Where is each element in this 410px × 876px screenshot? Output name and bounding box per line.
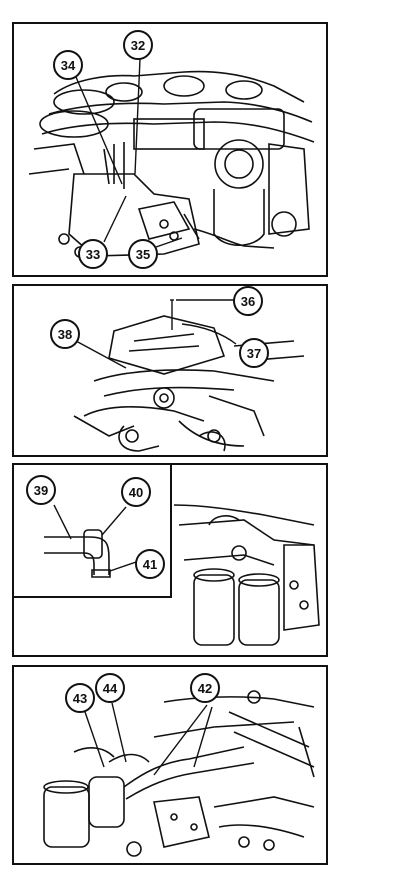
callout-34: 34 — [53, 50, 83, 80]
callout-36: 36 — [233, 286, 263, 316]
callout-37: 37 — [239, 338, 269, 368]
callout-39: 39 — [26, 475, 56, 505]
callout-40: 40 — [121, 477, 151, 507]
hose-assembly-illustration — [43, 690, 315, 857]
callout-33: 33 — [78, 239, 108, 269]
detail-inset — [14, 465, 172, 598]
callout-42: 42 — [190, 673, 220, 703]
figure-panel-1: 32 34 33 35 — [12, 22, 328, 277]
callout-32: 32 — [123, 30, 153, 60]
callout-41: 41 — [135, 549, 165, 579]
figure-panel-4: 43 44 42 — [12, 665, 328, 865]
callout-43: 43 — [65, 683, 95, 713]
callout-38: 38 — [50, 319, 80, 349]
callout-44: 44 — [95, 673, 125, 703]
figure-panel-2: 36 38 37 — [12, 284, 328, 457]
filter-elbow-illustration — [44, 504, 320, 646]
callout-35: 35 — [128, 239, 158, 269]
bracket-assembly-illustration — [73, 299, 305, 452]
figure-panel-3: 39 40 41 — [12, 463, 328, 657]
